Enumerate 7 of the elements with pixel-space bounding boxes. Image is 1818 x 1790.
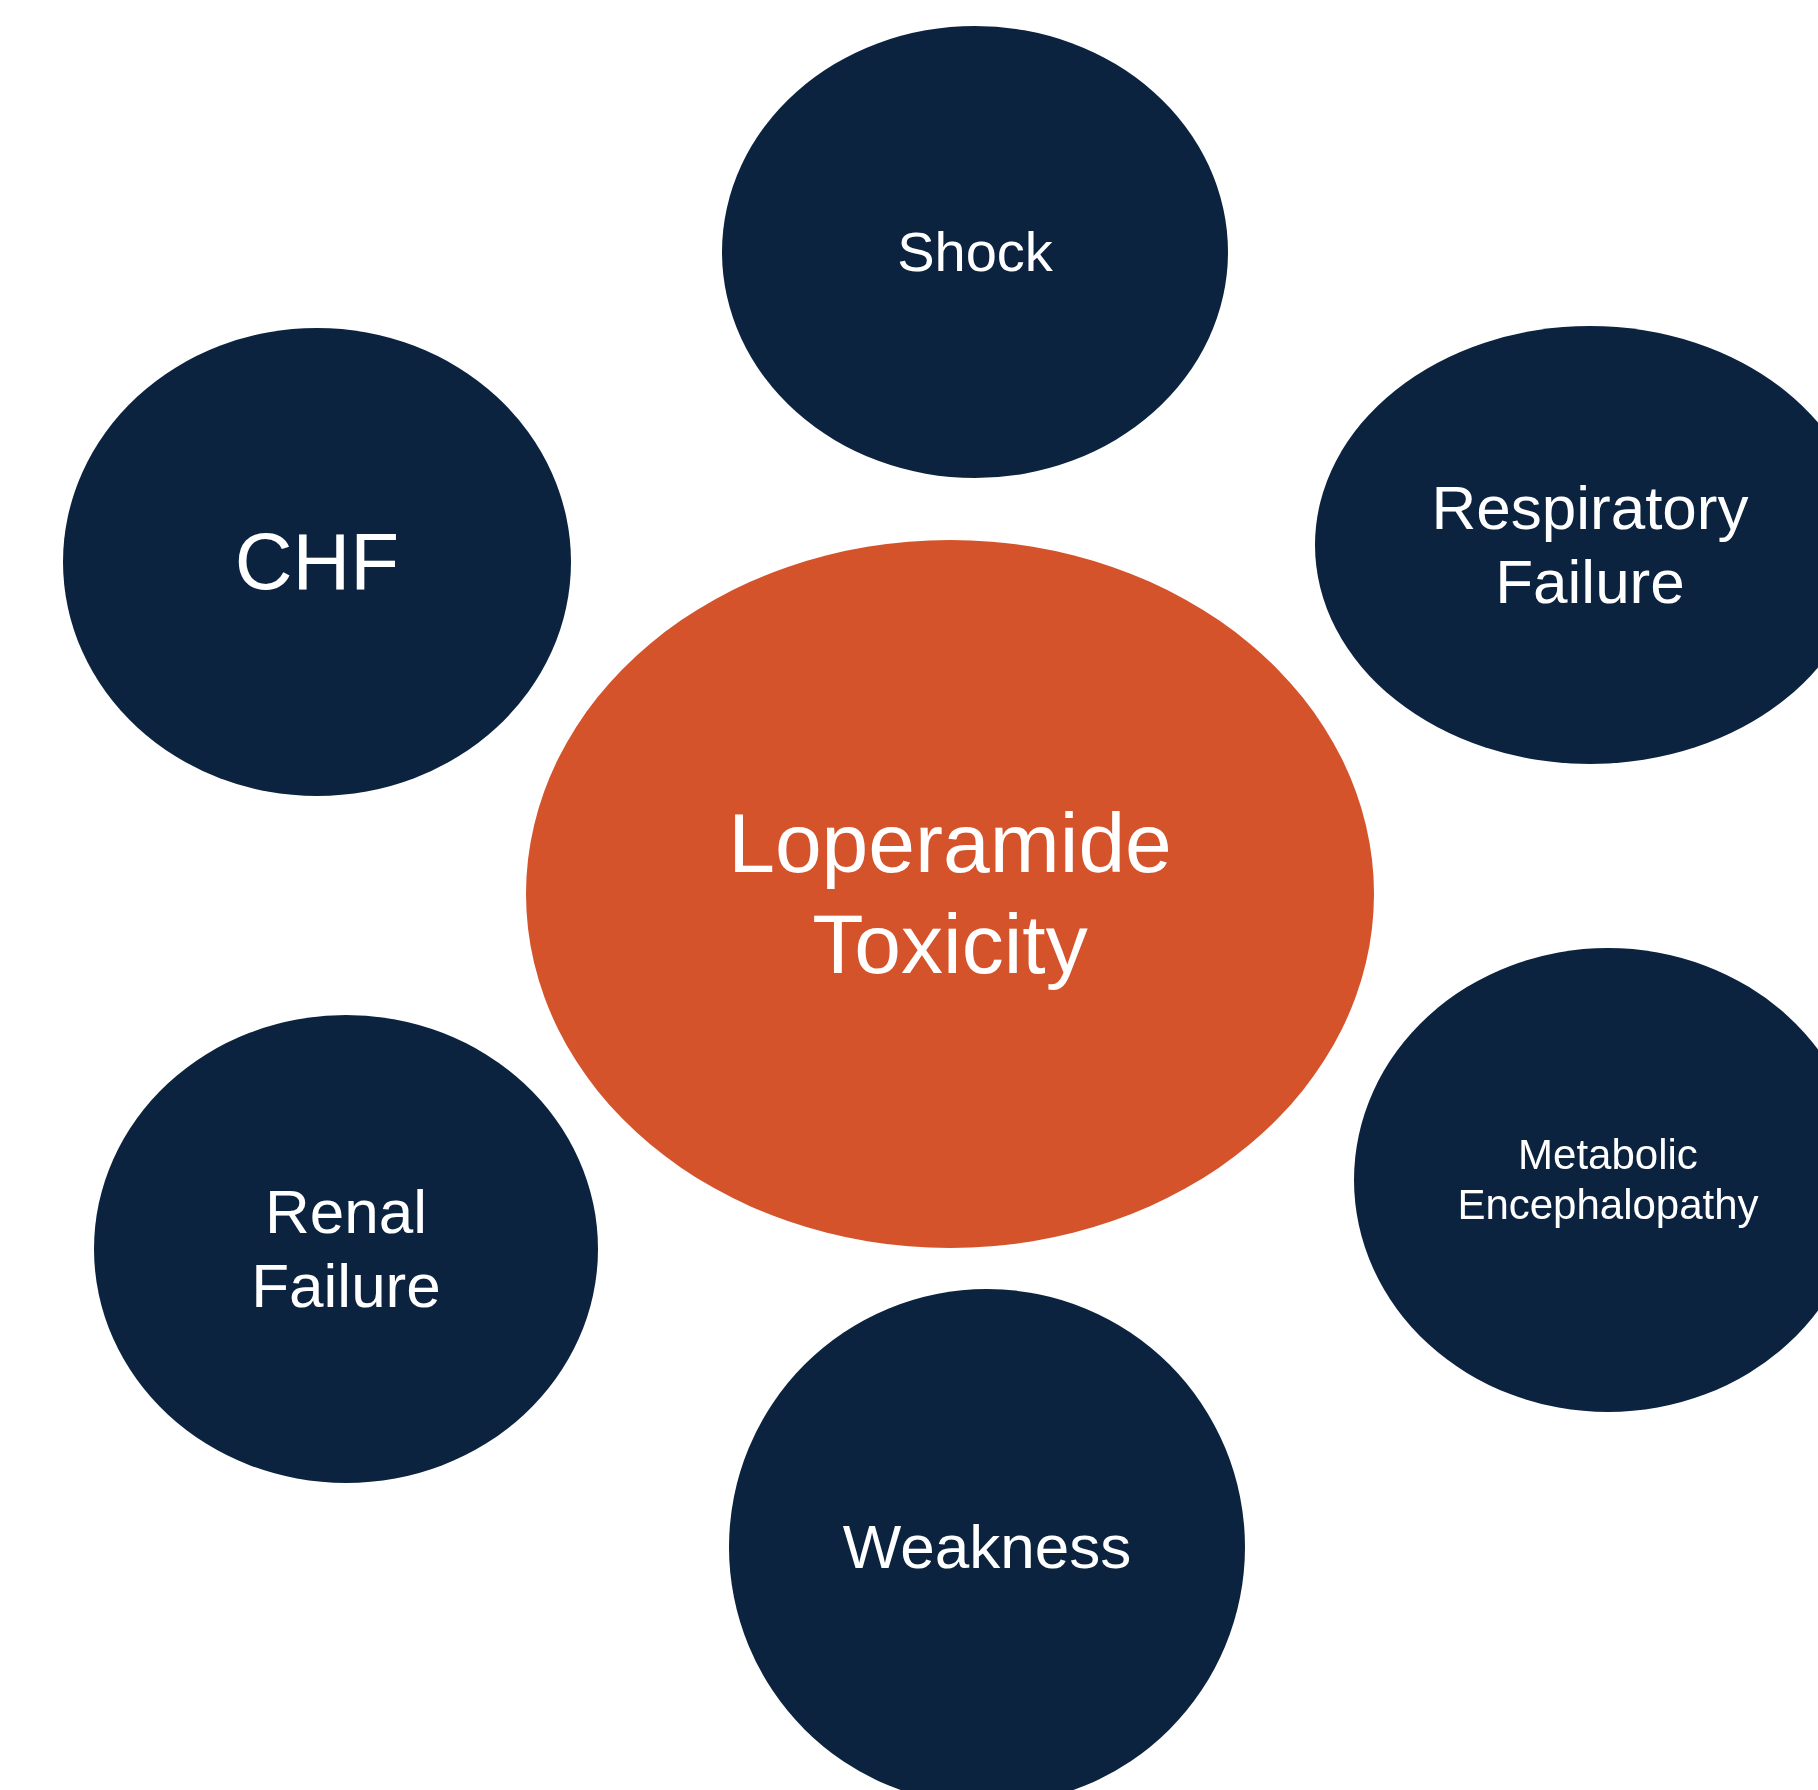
- node-label: CHF: [234, 516, 400, 608]
- node-label: Shock: [897, 219, 1053, 286]
- node-label: Renal Failure: [250, 1175, 442, 1322]
- node-label: Metabolic Encephalopathy: [1456, 1129, 1760, 1230]
- node-label: Respiratory Failure: [1430, 471, 1750, 618]
- node-label: Loperamide Toxicity: [727, 795, 1173, 993]
- node-label: Weakness: [842, 1510, 1132, 1583]
